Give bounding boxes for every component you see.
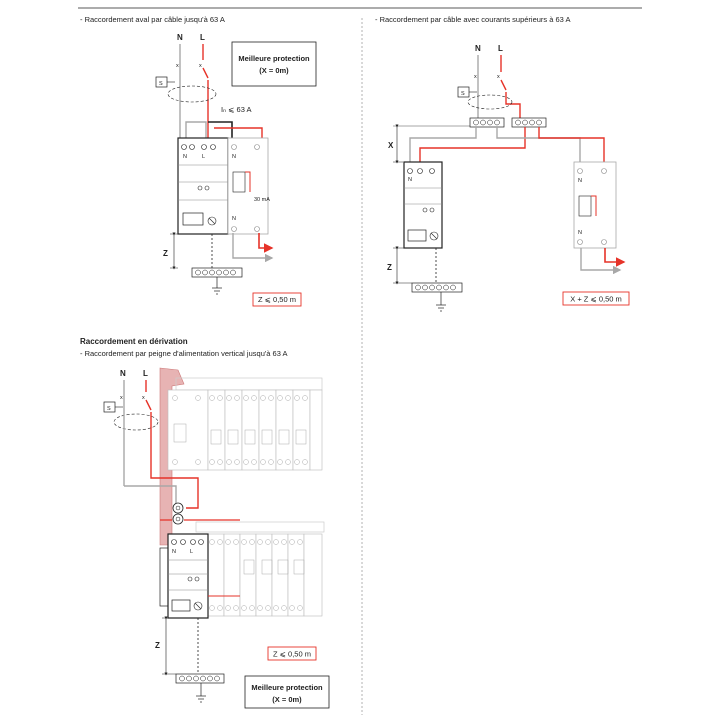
s-label-tr: S [461,91,465,97]
svg-text:L: L [190,549,193,555]
z-label-bl: Z [155,641,160,650]
z-label-tr: Z [387,263,392,272]
svg-text:x: x [474,74,477,80]
svg-text:N: N [408,177,412,183]
svg-text:x: x [142,395,145,401]
neutral-bus [469,117,505,128]
device-left-tr [403,161,443,249]
bottom-device-row [207,533,323,617]
svg-text:L: L [202,154,205,160]
current-label: Iₙ ⩽ 63 A [221,105,252,114]
svg-text:N: N [183,154,187,160]
svg-text:N: N [232,154,236,160]
best-line2: (X = 0m) [259,66,289,75]
label-l-bl: L [143,369,148,378]
section-top-right: - Raccordement par câble avec courants s… [375,15,630,312]
z-box [252,292,302,307]
earth-bar-tr [411,282,463,293]
toroid [167,85,217,103]
best-line2-bl: (X = 0m) [272,695,302,704]
switch-mark-n: x [176,63,179,69]
earth-bar [191,267,243,278]
label-n: N [177,33,183,42]
clamp-top [172,502,184,514]
earth-bar-bl [175,673,225,684]
s-label-bl: S [107,406,111,412]
x-label: X [388,141,394,150]
section-bottom-left: Raccordement en dérivation - Raccordemen… [80,337,330,709]
svg-text:x: x [497,74,500,80]
z-box-text: Z ⩽ 0,50 m [258,295,296,304]
section-title-bl: - Raccordement par peigne d'alimentation… [80,349,288,358]
section-title-tr: - Raccordement par câble avec courants s… [375,15,571,24]
label-n-tr: N [475,44,481,53]
label-l-tr: L [498,44,503,53]
svg-text:N: N [578,230,582,236]
best-line1-bl: Meilleure protection [251,683,323,692]
secondary-device [227,137,269,235]
section-heading-bl: Raccordement en dérivation [80,337,188,346]
z-box-text-bl: Z ⩽ 0,50 m [273,650,311,659]
svg-text:x: x [120,395,123,401]
svg-text:N: N [578,178,582,184]
best-protection-box-bl [244,675,330,709]
clamp-bottom [172,513,184,525]
z-label: Z [163,249,168,258]
svg-text:30 mA: 30 mA [254,197,270,203]
live-switch [202,67,209,79]
xz-box-text: X + Z ⩽ 0,50 m [570,295,622,304]
svg-text:N: N [172,549,176,555]
s-label: S [159,81,163,87]
best-line1: Meilleure protection [238,54,310,63]
label-l: L [200,33,205,42]
switch-mark-l: x [199,63,202,69]
best-protection-box [231,41,317,87]
live-bus [511,117,547,128]
z-box-bl [267,646,317,661]
top-comb [175,377,323,391]
section-top-left: - Raccordement aval par câble jusqu'à 63… [80,15,317,307]
svg-text:N: N [232,216,236,222]
section-title: - Raccordement aval par câble jusqu'à 63… [80,15,225,24]
label-n-bl: N [120,369,126,378]
device-right-tr [573,161,617,249]
xz-box [562,291,630,306]
